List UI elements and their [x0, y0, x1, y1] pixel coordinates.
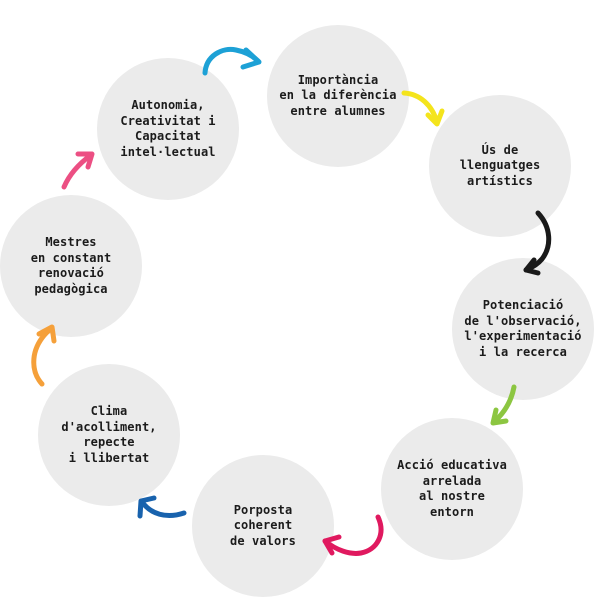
node-llenguatges-artistics: Ús de llenguatges artístics [429, 95, 571, 237]
node-mestres-renovacio: Mestres en constant renovació pedagògica [0, 195, 142, 337]
arrow-orange [31, 324, 57, 387]
node-label: Autonomia, Creativitat i Capacitat intel… [120, 98, 216, 159]
node-label: Clima d'acolliment, repecte i llibertat [61, 404, 157, 465]
node-proposta-valors: Porposta coherent de valors [192, 455, 334, 597]
node-label: Mestres en constant renovació pedagògica [30, 235, 112, 296]
node-clima-acolliment: Clima d'acolliment, repecte i llibertat [38, 364, 180, 506]
arrow-yellow [401, 90, 445, 127]
node-importancia-diferencia: Importància en la diferència entre alumn… [267, 25, 409, 167]
node-label: Importància en la diferència entre alumn… [279, 72, 397, 118]
node-label: Acció educativa arrelada al nostre entor… [397, 458, 507, 519]
arrow-pink [61, 151, 95, 190]
node-label: Ús de llenguatges artístics [459, 142, 541, 188]
node-observacio-experimentacio: Potenciació de l'observació, l'experimen… [452, 258, 594, 400]
node-autonomia-creativitat: Autonomia, Creativitat i Capacitat intel… [97, 58, 239, 200]
arrow-blue [202, 46, 262, 76]
arrow-darkblue [137, 495, 187, 519]
node-label: Potenciació de l'observació, l'experimen… [464, 298, 582, 359]
node-label: Porposta coherent de valors [230, 502, 296, 548]
node-accio-educativa: Acció educativa arrelada al nostre entor… [381, 418, 523, 560]
